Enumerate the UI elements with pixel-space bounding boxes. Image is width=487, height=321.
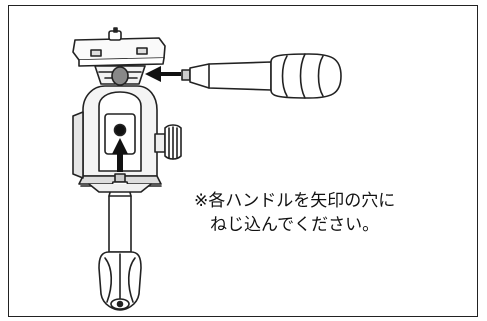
camera-plate: [72, 27, 166, 67]
arrow-up: [112, 138, 128, 172]
instruction-caption: ※各ハンドルを矢印の穴に ねじ込んでください。: [194, 189, 464, 237]
illustration-frame: ※各ハンドルを矢印の穴に ねじ込んでください。: [8, 5, 478, 317]
tilt-joint: [94, 65, 146, 86]
arrow-left: [145, 66, 181, 82]
right-handle: [181, 53, 342, 99]
tripod-head-illustration: [72, 27, 342, 311]
instruction-line-1: ※各ハンドルを矢印の穴に: [194, 191, 396, 211]
instruction-line-2: ねじ込んでください。: [210, 215, 380, 235]
base-plate: [88, 183, 152, 193]
lower-handle: [98, 173, 142, 311]
side-knob: [154, 124, 182, 160]
